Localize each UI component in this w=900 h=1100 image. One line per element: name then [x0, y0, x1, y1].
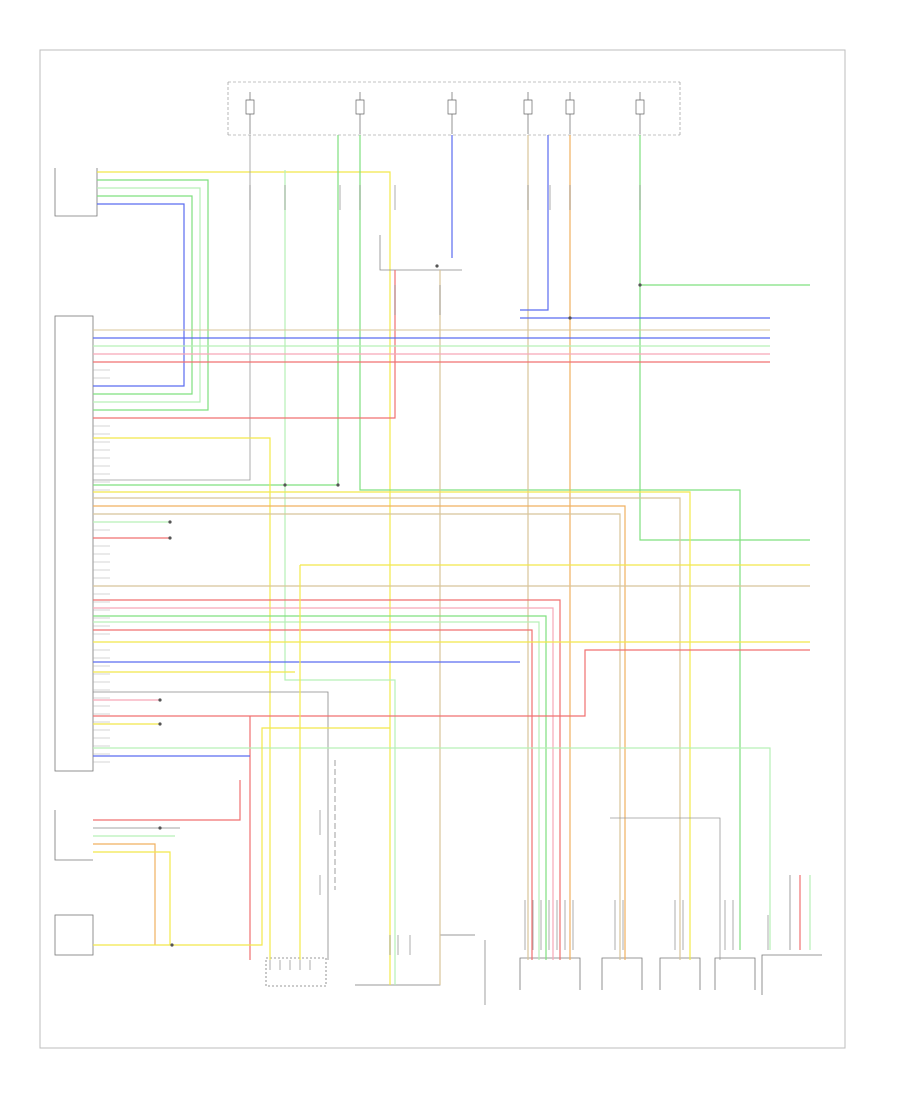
- wire-red: [93, 649, 810, 717]
- wire-red: [93, 270, 396, 419]
- wire-black: [379, 235, 462, 271]
- wire-yellow: [93, 851, 171, 945]
- relay-box: [265, 957, 327, 987]
- wire-orange: [93, 505, 626, 960]
- wire-light-green: [93, 747, 771, 950]
- wire-blue: [520, 135, 549, 311]
- fuse-block: [227, 81, 681, 136]
- wire-red: [93, 599, 561, 960]
- wire-green: [93, 179, 209, 411]
- wire-yellow: [93, 437, 271, 960]
- sensor-box-1: [601, 957, 643, 990]
- wire-yellow: [93, 491, 691, 960]
- wires: [93, 135, 811, 1005]
- wire-green: [93, 615, 547, 960]
- wire-tan: [93, 497, 681, 960]
- controller-pins: [93, 329, 110, 763]
- connector-terminals: [249, 185, 769, 970]
- switch-box: [54, 914, 94, 956]
- splice-dots: [158, 264, 642, 947]
- wire-orange: [93, 843, 156, 945]
- wire-pink: [93, 607, 554, 960]
- wire-yellow: [93, 727, 390, 946]
- right-module-box: [761, 954, 822, 995]
- accessory-connector-box: [54, 168, 98, 217]
- wire-green: [639, 135, 810, 541]
- diagram-border: [39, 49, 846, 1049]
- wire-gray: [93, 135, 251, 481]
- wire-light-green: [93, 621, 540, 960]
- wire-light-green: [284, 170, 396, 985]
- pressure-switch-box: [355, 934, 475, 986]
- fuses: [245, 92, 645, 134]
- wire-light-green: [93, 187, 201, 403]
- wire-green: [359, 135, 741, 950]
- wire-red: [93, 780, 241, 821]
- wire-tan: [93, 513, 621, 960]
- wire-yellow: [97, 171, 391, 985]
- sensor-connector-box: [54, 810, 93, 861]
- controller-module-box: [54, 315, 94, 772]
- module-box-1: [519, 957, 581, 990]
- wire-black: [93, 691, 329, 960]
- wire-green: [93, 195, 193, 395]
- sensor-box-3: [714, 957, 756, 990]
- wire-red: [93, 629, 533, 960]
- wire-blue: [93, 203, 185, 387]
- sensor-box-2: [659, 957, 701, 990]
- wire-gray: [610, 817, 721, 960]
